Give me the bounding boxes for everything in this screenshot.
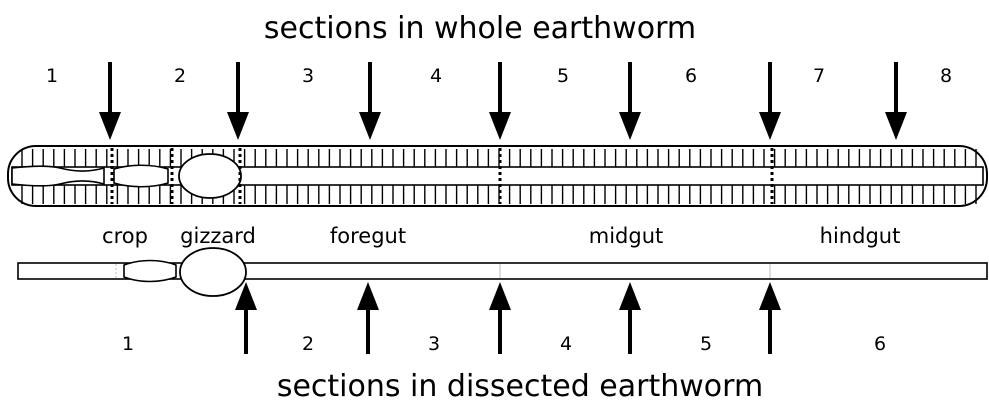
label-gizzard: gizzard [180, 224, 256, 248]
down-arrow-3 [359, 62, 381, 140]
up-arrow-head [759, 282, 781, 310]
up-arrow-5 [759, 282, 781, 354]
down-arrow-head [359, 112, 381, 140]
whole-section-6: 6 [685, 65, 697, 87]
down-arrow-4 [489, 62, 511, 140]
down-arrow-head [759, 112, 781, 140]
dissected-section-5: 5 [700, 333, 712, 355]
whole-earthworm-title: sections in whole earthworm [264, 11, 696, 46]
down-arrow-head [619, 112, 641, 140]
label-foregut: foregut [330, 224, 406, 248]
dissected-gizzard [180, 248, 246, 296]
whole-section-3: 3 [302, 65, 314, 87]
down-arrow-2 [227, 62, 249, 140]
crop-bulge-2 [114, 165, 168, 187]
region-labels: crop gizzard foregut midgut hindgut [102, 224, 900, 248]
whole-section-8: 8 [940, 65, 952, 87]
dissected-crop [124, 261, 176, 282]
down-arrow-head [99, 112, 121, 140]
up-arrow-3 [489, 282, 511, 354]
dissected-section-3: 3 [428, 333, 440, 355]
whole-section-4: 4 [430, 65, 442, 87]
dissected-earthworm-title: sections in dissected earthworm [277, 369, 763, 404]
dissected-section-4: 4 [560, 333, 572, 355]
whole-section-1: 1 [46, 65, 58, 87]
whole-section-5: 5 [557, 65, 569, 87]
up-arrow-head [357, 282, 379, 310]
up-arrow-4 [619, 282, 641, 354]
up-arrow-1 [235, 282, 257, 354]
down-arrows [99, 62, 907, 140]
gizzard-whole [179, 154, 241, 198]
down-arrow-head [227, 112, 249, 140]
down-arrow-7 [885, 62, 907, 140]
up-arrow-head [489, 282, 511, 310]
dissected-section-6: 6 [874, 333, 886, 355]
dissected-section-1: 1 [122, 333, 134, 355]
down-arrow-head [489, 112, 511, 140]
dissected-section-2: 2 [302, 333, 314, 355]
up-arrow-2 [357, 282, 379, 354]
whole-earthworm-body [8, 146, 987, 206]
whole-section-2: 2 [174, 65, 186, 87]
label-hindgut: hindgut [820, 224, 901, 248]
label-crop: crop [102, 224, 148, 248]
down-arrow-1 [99, 62, 121, 140]
down-arrow-6 [759, 62, 781, 140]
down-arrow-5 [619, 62, 641, 140]
whole-section-7: 7 [813, 65, 825, 87]
up-arrow-head [619, 282, 641, 310]
label-midgut: midgut [589, 224, 664, 248]
down-arrow-head [885, 112, 907, 140]
